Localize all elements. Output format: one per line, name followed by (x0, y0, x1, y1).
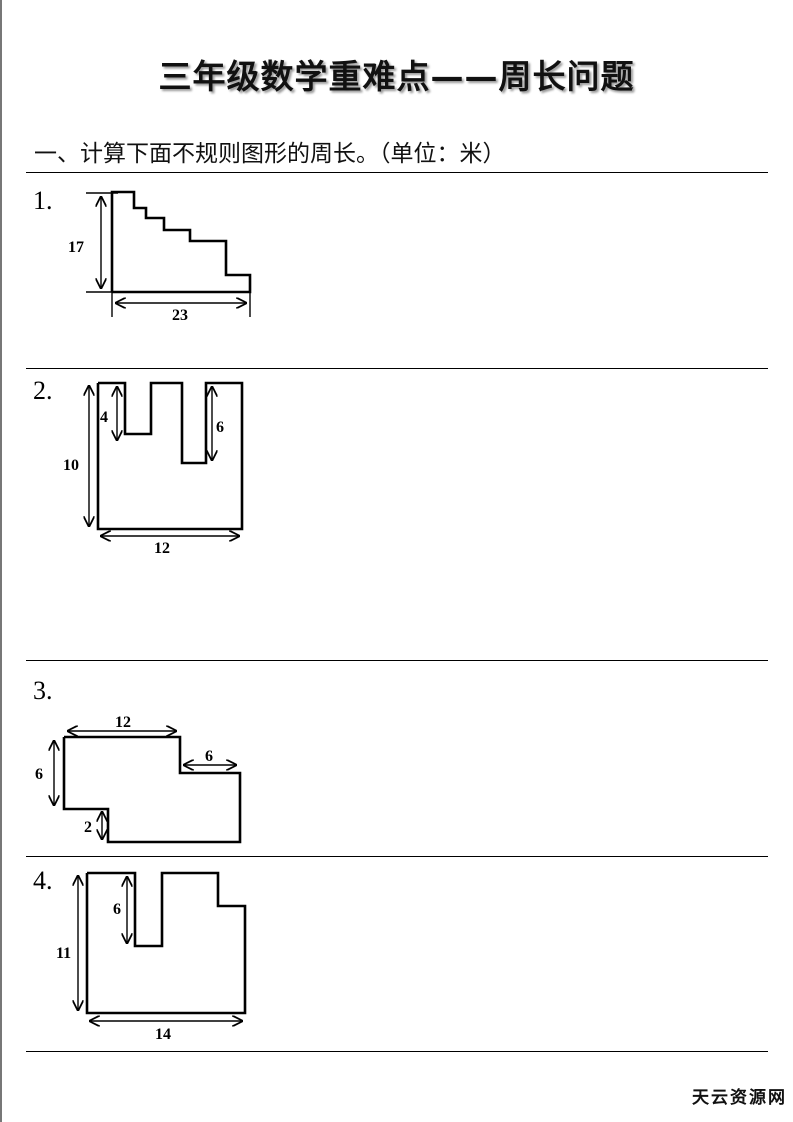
top-label: 12 (115, 714, 131, 731)
figure-notch-and-step: 6 11 14 (56, 871, 247, 1043)
left-label: 6 (35, 766, 43, 783)
figure-offset-blocks: 12 6 6 2 (35, 714, 242, 844)
width-label: 12 (154, 540, 170, 557)
watermark-text: 天云资源网 (692, 1088, 787, 1108)
divider (26, 1051, 768, 1052)
notch-label: 6 (113, 901, 121, 918)
figure-double-notch: 4 6 10 12 (63, 381, 244, 557)
problem-number: 1. (33, 186, 53, 215)
problem-number: 2. (33, 376, 53, 405)
problem-number: 3. (33, 676, 53, 705)
left-notch-label: 4 (100, 409, 108, 426)
page-left-border (0, 0, 2, 1122)
figure-staircase: 17 23 (68, 190, 252, 324)
height-label: 17 (68, 239, 84, 256)
divider (26, 368, 768, 369)
step-label: 2 (84, 819, 92, 836)
page-title: 三年级数学重难点——周长问题 (158, 57, 635, 96)
width-label: 23 (172, 307, 188, 324)
divider (26, 660, 768, 661)
divider (26, 856, 768, 857)
right-top-label: 6 (205, 748, 213, 765)
section-heading: 一、计算下面不规则图形的周长。（单位：米） (34, 141, 506, 167)
width-label: 14 (155, 1026, 171, 1043)
problem-number: 4. (33, 866, 53, 895)
height-label: 11 (56, 945, 71, 962)
height-label: 10 (63, 457, 79, 474)
right-notch-label: 6 (216, 419, 224, 436)
divider (26, 172, 768, 173)
